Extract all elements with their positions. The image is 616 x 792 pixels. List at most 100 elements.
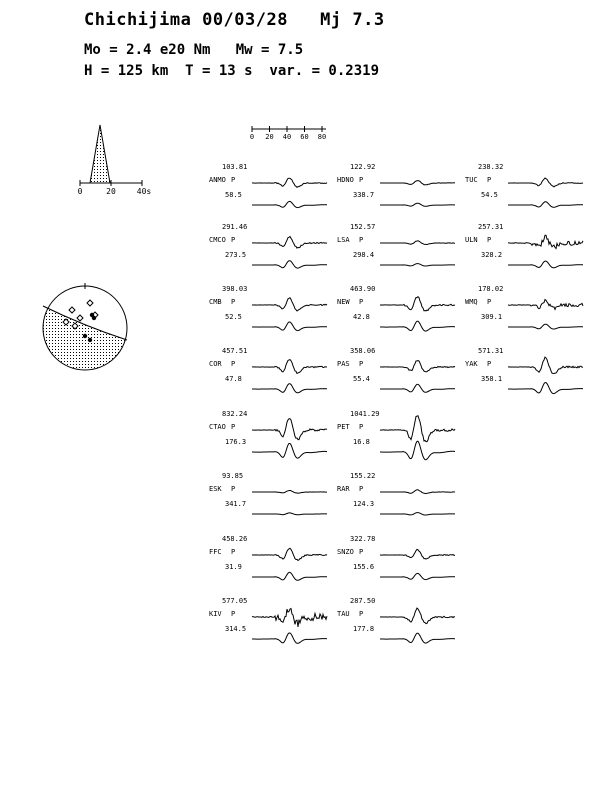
station-name: HDNO [337,176,354,184]
station-phase: P [231,610,235,618]
station-phase: P [231,360,235,368]
stf-tick-label: 0 [78,187,83,196]
station-phase: P [359,236,363,244]
focal-mechanism [42,283,128,371]
observed-waveform [380,180,456,186]
synthetic-waveform [252,443,328,459]
synthetic-waveform [252,632,328,644]
observed-waveform [251,297,328,312]
station-phase: P [359,176,363,184]
station-phase: P [487,360,491,368]
station-phase: P [359,548,363,556]
station-name: LSA [337,236,350,244]
stf-tick-label: 20 [106,187,116,196]
station-amplitude: 398.03 [222,285,247,293]
station-azimuth: 177.8 [353,625,374,633]
station-name: TAU [337,610,350,618]
station-azimuth: 176.3 [225,438,246,446]
station-amplitude: 571.31 [478,347,503,355]
station-amplitude: 238.32 [478,163,503,171]
observed-waveform [379,296,456,312]
station-amplitude: 463.90 [350,285,375,293]
station-azimuth: 273.5 [225,251,246,259]
station-azimuth: 338.7 [353,191,374,199]
station-name: KIV [209,610,222,618]
observed-waveform [251,607,328,627]
depth-info: H = 125 km T = 13 s var. = 0.2319 [84,63,380,79]
source-time-function: 0 20 40s [78,124,152,196]
observed-waveform [251,177,328,188]
station-azimuth: 55.4 [353,375,370,383]
observed-waveform [252,359,328,375]
station-azimuth: 314.5 [225,625,246,633]
station-azimuth: 358.1 [481,375,502,383]
station-name: CMB [209,298,222,306]
dilatation-symbol [76,314,84,322]
stf-triangle [89,124,111,184]
station-amplitude: 155.22 [350,472,375,480]
observed-waveform [507,356,584,375]
station-azimuth: 124.3 [353,500,374,508]
synthetic-waveform [380,572,455,581]
station-phase: P [359,423,363,431]
station-name: NEW [337,298,350,306]
station-name: RAR [337,485,350,493]
dilatation-symbol [68,306,76,314]
station-name: ULN [465,236,478,244]
station-amplitude: 93.85 [222,472,243,480]
station-name: YAK [465,360,478,368]
synthetic-waveform [508,382,584,395]
station-phase: P [231,485,235,493]
synthetic-waveform [380,263,455,267]
station-name: PAS [337,360,350,368]
station-azimuth: 309.1 [481,313,502,321]
station-phase: P [487,236,491,244]
station-phase: P [359,485,363,493]
observed-waveform [507,234,584,250]
station-amplitude: 103.81 [222,163,247,171]
synthetic-waveform [252,512,327,516]
synthetic-waveform [508,260,583,269]
observed-waveform [251,418,328,441]
station-phase: P [359,610,363,618]
station-amplitude: 458.26 [222,535,247,543]
station-symbols [62,299,99,343]
station-phase: P [487,298,491,306]
observed-waveform [252,489,327,494]
station-amplitude: 832.24 [222,410,247,418]
station-amplitude: 291.46 [222,223,247,231]
synthetic-waveform [252,321,327,332]
synthetic-waveform [380,512,455,516]
time-scale-tick-label: 80 [318,133,326,141]
observed-waveform [507,177,584,188]
synthetic-waveform [508,323,584,330]
station-azimuth: 47.8 [225,375,242,383]
station-amplitude: 152.57 [350,223,375,231]
synthetic-waveform [252,571,328,581]
moment-info: Mo = 2.4 e20 Nm Mw = 7.5 [84,42,304,58]
dilatation-symbol [86,299,94,307]
station-phase: P [231,176,235,184]
station-azimuth: 42.8 [353,313,370,321]
synthetic-waveform [380,632,455,644]
station-phase: P [231,298,235,306]
stf-tick-label: 40s [137,187,152,196]
station-azimuth: 341.7 [225,500,246,508]
station-azimuth: 52.5 [225,313,242,321]
station-azimuth: 58.5 [225,191,242,199]
station-name: ESK [209,485,222,493]
observed-waveform [507,298,584,311]
synthetic-waveform [252,260,328,269]
synthetic-waveform [380,202,455,207]
time-scale-tick-label: 20 [265,133,273,141]
station-amplitude: 358.06 [350,347,375,355]
dilatation-symbol [71,322,79,330]
station-name: CTAO [209,423,226,431]
observed-waveform [251,235,328,249]
station-azimuth: 54.5 [481,191,498,199]
station-amplitude: 122.92 [350,163,375,171]
compressional-quadrant [43,306,127,370]
compression-symbol [87,337,93,343]
station-azimuth: 16.8 [353,438,370,446]
